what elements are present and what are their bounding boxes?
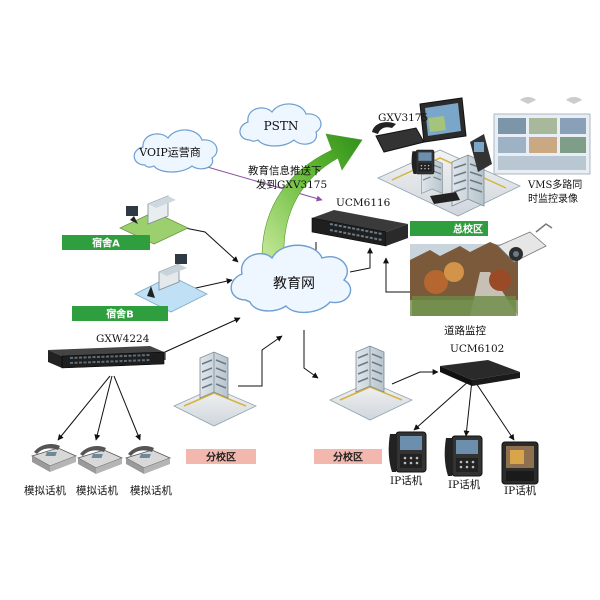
vms-monitor-screens <box>493 97 591 175</box>
arrow-caption-line1: 教育信息推送下 <box>248 164 322 177</box>
road-monitor-photo <box>410 242 518 316</box>
analog-phone-2-label: 模拟话机 <box>76 484 118 497</box>
ip-phone-3-label: IP话机 <box>504 484 537 497</box>
camera-icon <box>497 223 553 263</box>
link-gxw-phone-2 <box>94 375 113 441</box>
video-phone-small-icon <box>470 134 492 172</box>
link-edu-branch-right <box>303 330 319 379</box>
dorm-a-illustration <box>119 195 189 245</box>
gxv3175-videophone-icon <box>372 97 467 153</box>
link-ucm6102-phone-1 <box>413 379 471 431</box>
ip-phone-3-videophone-icon <box>501 441 539 485</box>
link-road-monitor <box>383 257 412 293</box>
cloud-voip-label: VOIP运营商 <box>138 145 201 159</box>
tag-branch-left: 分校区 <box>186 449 256 464</box>
gxw4224-device-icon <box>48 346 165 369</box>
tag-dorm-b: 宿舍B <box>72 306 168 321</box>
tag-main-campus-label: 总校区 <box>453 223 483 236</box>
link-branch-left-edu <box>238 335 283 387</box>
push-arrow <box>261 133 363 259</box>
analog-phone-2-icon <box>77 445 123 475</box>
road-monitor-label: 道路监控 <box>444 324 486 337</box>
branch-right-building <box>329 345 413 421</box>
main-campus-building-2 <box>451 154 485 207</box>
vms-label-line1: VMS多路同 <box>527 178 582 191</box>
ucm6102-label: UCM6102 <box>450 343 504 355</box>
tag-main-campus: 总校区 <box>410 221 488 236</box>
arrow-caption-line2: 发到GXV3175 <box>256 178 327 191</box>
cloud-pstn-label: PSTN <box>264 119 299 133</box>
router-small-icon <box>430 192 460 204</box>
analog-phone-1-label: 模拟话机 <box>24 484 66 497</box>
ip-phone-2-label: IP话机 <box>448 478 481 491</box>
vms-label-line2: 时监控录像 <box>528 192 578 205</box>
ip-phone-1-icon <box>388 431 427 473</box>
link-dorm-a-edu <box>184 227 239 263</box>
ip-phone-2-icon <box>444 435 483 477</box>
ucm6116-device-icon <box>311 210 408 247</box>
ucm6102-device-icon <box>440 360 520 386</box>
tag-branch-right-label: 分校区 <box>333 451 363 464</box>
cloud-voip: VOIP运营商 <box>133 129 218 173</box>
dorm-b-illustration <box>134 254 208 313</box>
link-gxw-phone-1 <box>57 375 111 441</box>
analog-phone-3-label: 模拟话机 <box>130 484 172 497</box>
tag-branch-left-label: 分校区 <box>206 451 236 464</box>
ip-phone-small-icon <box>411 149 435 175</box>
link-branch-right-ucm6102 <box>391 369 439 385</box>
connection-lines <box>57 227 515 441</box>
link-voip-ucm6116 <box>189 160 323 202</box>
analog-phone-1-icon <box>31 443 77 473</box>
tag-dorm-b-label: 宿舍B <box>106 308 134 321</box>
cloud-pstn: PSTN <box>239 103 322 147</box>
gxw4224-label: GXW4224 <box>96 333 150 345</box>
link-gxw-phone-3 <box>113 375 141 441</box>
tag-dorm-a: 宿舍A <box>62 235 150 250</box>
link-ucm6102-phone-2 <box>463 379 473 437</box>
gxv3175-label: GXV3175 <box>378 112 428 124</box>
link-edu-ucm6116 <box>349 247 373 273</box>
tag-dorm-a-label: 宿舍A <box>92 237 120 250</box>
cloud-edu-net-label: 教育网 <box>273 276 315 292</box>
tag-branch-right: 分校区 <box>314 449 382 464</box>
branch-left-building <box>173 351 257 427</box>
ucm6116-label: UCM6116 <box>336 197 391 209</box>
ip-phone-1-label: IP话机 <box>390 474 423 487</box>
analog-phone-3-icon <box>125 445 171 475</box>
link-ucm6102-phone-3 <box>473 379 515 441</box>
cloud-edu-net: 教育网 <box>230 244 352 313</box>
link-gxw4224-edu <box>164 317 241 360</box>
